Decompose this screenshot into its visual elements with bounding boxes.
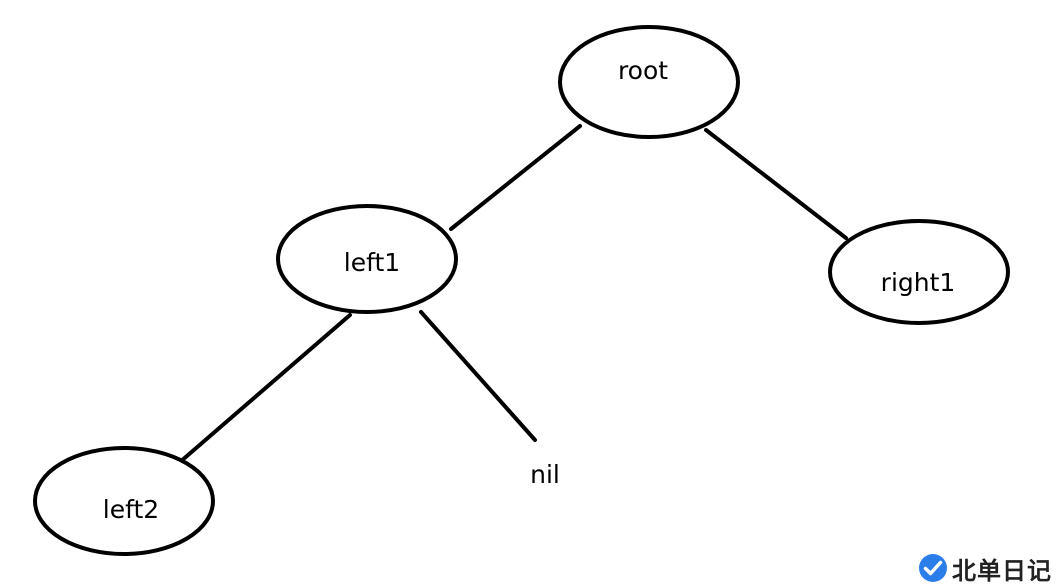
node-root-label: root	[618, 56, 668, 85]
edge-left1-left2	[178, 313, 352, 464]
node-left1-ellipse	[276, 204, 458, 314]
check-badge-icon	[919, 554, 947, 582]
node-right1-ellipse	[828, 219, 1010, 325]
node-left1-label: left1	[344, 248, 400, 277]
watermark-text: 北单日记	[952, 556, 1052, 585]
watermark: 北单日记	[918, 552, 1052, 585]
node-left2-ellipse	[33, 446, 215, 556]
edge-left1-nil	[419, 310, 537, 442]
node-left2-label: left2	[103, 495, 159, 524]
node-root-ellipse	[558, 25, 740, 139]
node-right1: right1	[828, 219, 1010, 325]
node-left2: left2	[33, 446, 215, 556]
edge-root-left1	[449, 124, 582, 231]
node-root: root	[558, 25, 740, 139]
edge-root-right1	[704, 128, 848, 240]
node-nil: nil	[530, 460, 560, 489]
node-right1-label: right1	[881, 268, 956, 297]
node-nil-label: nil	[530, 460, 560, 489]
node-left1: left1	[276, 204, 458, 314]
